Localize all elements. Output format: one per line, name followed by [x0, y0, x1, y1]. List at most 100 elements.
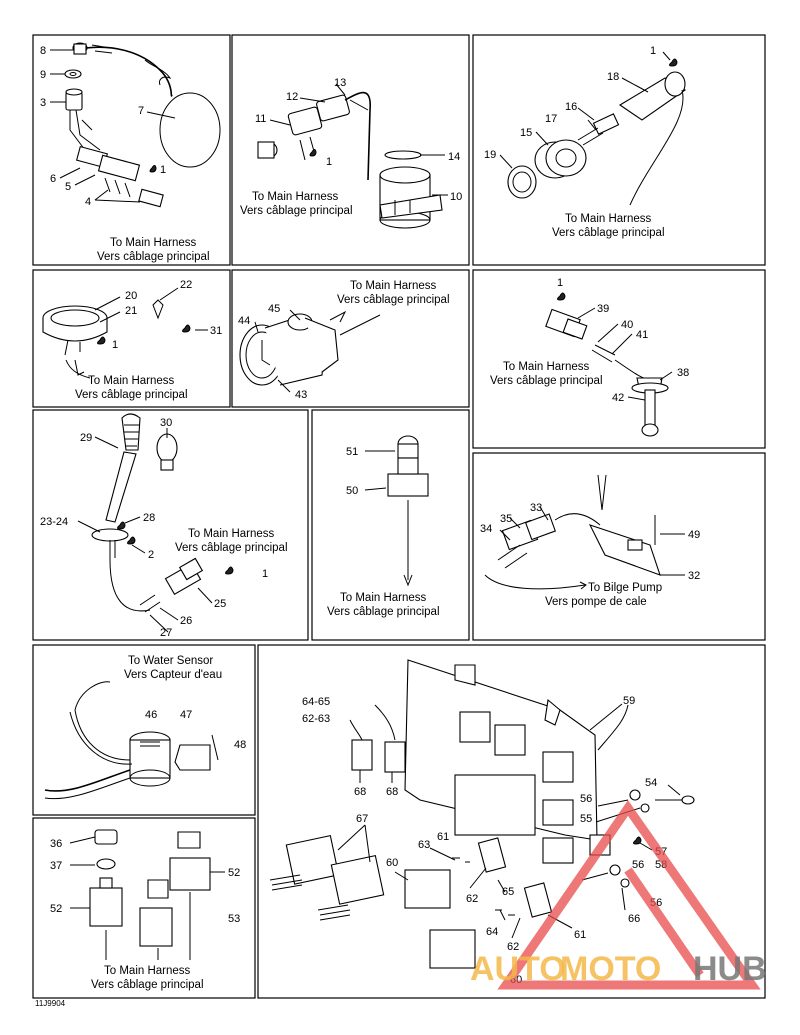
svg-text:To Main Harness: To Main Harness: [503, 361, 590, 373]
svg-text:Vers câblage principal: Vers câblage principal: [97, 251, 210, 263]
panel-speedometer: [239, 313, 381, 386]
svg-text:1: 1: [326, 156, 332, 168]
svg-text:13: 13: [334, 77, 346, 89]
svg-text:36: 36: [50, 838, 62, 850]
svg-text:63: 63: [418, 839, 430, 851]
svg-text:68: 68: [386, 786, 398, 798]
svg-text:32: 32: [688, 570, 700, 582]
svg-text:Vers câblage principal: Vers câblage principal: [327, 606, 440, 618]
svg-text:To Water Sensor: To Water Sensor: [128, 655, 213, 667]
svg-text:12: 12: [286, 91, 298, 103]
svg-text:27: 27: [160, 627, 172, 639]
svg-text:41: 41: [636, 329, 648, 341]
svg-text:HUB: HUB: [693, 950, 767, 988]
svg-text:40: 40: [621, 319, 633, 331]
svg-text:To Main Harness: To Main Harness: [340, 592, 427, 604]
panel-electronic-module: [269, 659, 695, 969]
svg-text:23-24: 23-24: [40, 516, 68, 528]
panel-starter-solenoid: [257, 91, 443, 229]
svg-text:To Bilge Pump: To Bilge Pump: [588, 582, 662, 594]
svg-text:Vers câblage principal: Vers câblage principal: [337, 294, 450, 306]
svg-text:20: 20: [125, 290, 137, 302]
svg-text:MOTO: MOTO: [560, 950, 661, 988]
svg-text:5: 5: [65, 181, 71, 193]
svg-text:51: 51: [346, 446, 358, 458]
svg-text:46: 46: [145, 709, 157, 721]
svg-text:60: 60: [386, 857, 398, 869]
panel-borders: [32, 34, 766, 999]
svg-text:48: 48: [234, 739, 246, 751]
svg-text:11: 11: [255, 113, 266, 125]
panel-relays: [89, 829, 211, 960]
svg-text:16: 16: [565, 101, 577, 113]
svg-text:Vers Capteur d'eau: Vers Capteur d'eau: [124, 669, 222, 681]
svg-text:62: 62: [466, 893, 478, 905]
svg-text:26: 26: [180, 615, 192, 627]
svg-text:25: 25: [214, 598, 226, 610]
svg-text:19: 19: [484, 149, 496, 161]
svg-text:To Main Harness: To Main Harness: [565, 213, 652, 225]
svg-text:44: 44: [238, 315, 250, 327]
svg-text:64-65: 64-65: [302, 696, 330, 708]
svg-text:To Main Harness: To Main Harness: [252, 191, 339, 203]
svg-text:1: 1: [557, 277, 563, 289]
svg-text:64: 64: [486, 926, 498, 938]
svg-text:To Main Harness: To Main Harness: [188, 528, 275, 540]
svg-text:56: 56: [632, 859, 644, 871]
svg-text:17: 17: [545, 113, 557, 125]
svg-text:Vers pompe de cale: Vers pompe de cale: [545, 596, 647, 608]
svg-text:61: 61: [574, 929, 586, 941]
svg-text:9: 9: [40, 69, 46, 81]
leader-lines: [50, 49, 685, 939]
svg-text:42: 42: [612, 392, 624, 404]
svg-text:18: 18: [607, 71, 619, 83]
svg-text:43: 43: [295, 389, 307, 401]
svg-text:49: 49: [688, 529, 700, 541]
panel-gauge-sender: [507, 58, 687, 206]
svg-text:52: 52: [50, 903, 62, 915]
svg-text:Vers câblage principal: Vers câblage principal: [91, 979, 204, 991]
svg-text:To Main Harness: To Main Harness: [104, 965, 191, 977]
svg-text:65: 65: [502, 886, 514, 898]
panel-bilge-pump: [484, 474, 661, 590]
svg-text:67: 67: [356, 813, 368, 825]
svg-text:54: 54: [645, 777, 657, 789]
svg-text:59: 59: [623, 695, 635, 707]
svg-text:Vers câblage principal: Vers câblage principal: [490, 375, 603, 387]
svg-text:39: 39: [597, 303, 609, 315]
panel-hour-meter: [42, 299, 191, 379]
svg-text:22: 22: [180, 279, 192, 291]
svg-text:8: 8: [40, 45, 46, 57]
svg-text:15: 15: [520, 127, 532, 139]
svg-text:AUTO: AUTO: [470, 950, 566, 988]
svg-text:Vers câblage principal: Vers câblage principal: [240, 205, 353, 217]
panel-toggle-switch: [387, 435, 429, 587]
svg-text:3: 3: [40, 97, 46, 109]
svg-text:56: 56: [580, 793, 592, 805]
panel-fuel-sender: [545, 292, 669, 437]
panel-key-switch: [64, 42, 221, 208]
svg-text:4: 4: [85, 196, 91, 208]
svg-text:1: 1: [262, 568, 268, 580]
svg-text:38: 38: [677, 367, 689, 379]
svg-text:To Main Harness: To Main Harness: [110, 237, 197, 249]
svg-text:33: 33: [530, 502, 542, 514]
svg-text:30: 30: [160, 417, 172, 429]
svg-text:47: 47: [180, 709, 192, 721]
svg-text:68: 68: [354, 786, 366, 798]
svg-text:66: 66: [628, 913, 640, 925]
svg-text:1: 1: [112, 339, 118, 351]
diagram-code: 11J9904: [35, 999, 66, 1008]
svg-text:31: 31: [210, 325, 222, 337]
svg-text:14: 14: [448, 151, 460, 163]
svg-text:37: 37: [50, 860, 62, 872]
svg-text:45: 45: [268, 303, 280, 315]
svg-text:34: 34: [480, 523, 492, 535]
svg-text:50: 50: [346, 485, 358, 497]
svg-text:2: 2: [148, 549, 154, 561]
svg-text:Vers câblage principal: Vers câblage principal: [175, 542, 288, 554]
svg-text:62-63: 62-63: [302, 713, 330, 725]
svg-text:62: 62: [507, 941, 519, 953]
svg-text:1: 1: [160, 164, 166, 176]
